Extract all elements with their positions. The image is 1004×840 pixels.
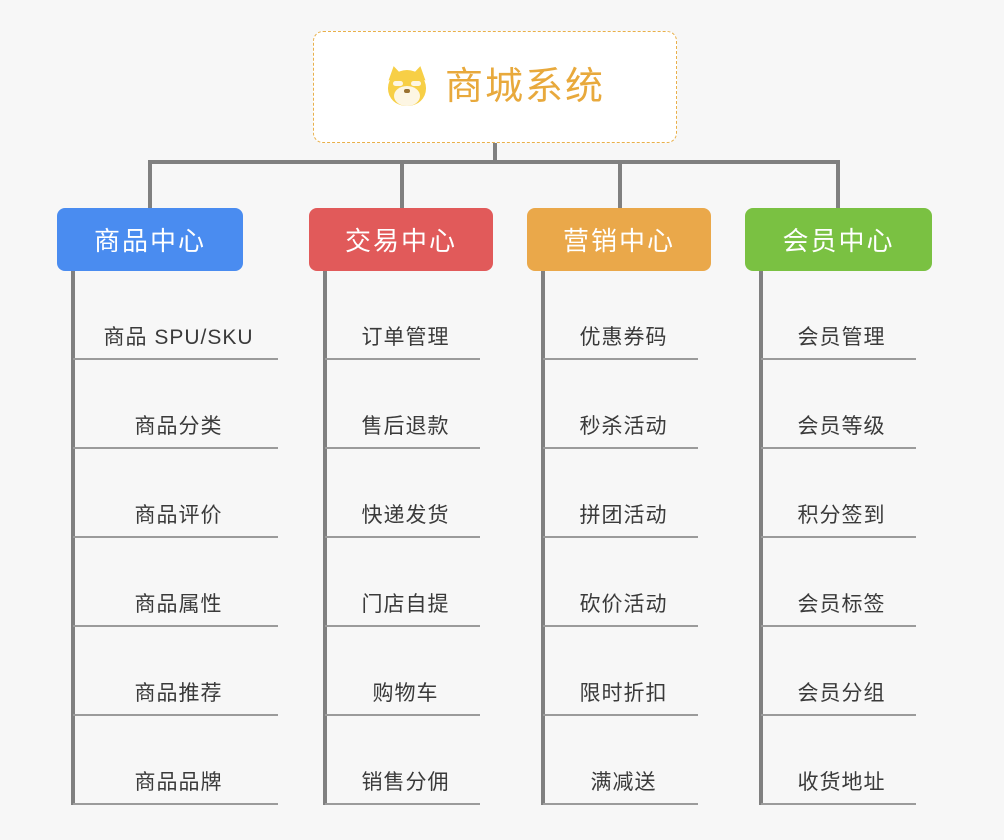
category-header-member-center[interactable]: 会员中心 — [745, 208, 932, 271]
leaf-item[interactable]: 会员管理 — [759, 271, 924, 360]
leaf-item[interactable]: 收货地址 — [759, 716, 924, 805]
leaf-item[interactable]: 满减送 — [541, 716, 706, 805]
leaf-item-label: 满减送 — [590, 771, 657, 794]
leaf-item-label: 秒杀活动 — [579, 415, 668, 438]
leaf-item-underline — [543, 803, 698, 805]
leaf-item-underline — [543, 714, 698, 716]
leaf-item-label: 门店自提 — [361, 593, 450, 616]
leaf-item[interactable]: 商品分类 — [71, 360, 286, 449]
connector-root-stub — [493, 143, 497, 164]
leaf-item-underline — [325, 447, 480, 449]
leaf-spine — [759, 271, 763, 805]
leaf-item-underline — [325, 714, 480, 716]
leaf-item[interactable]: 砍价活动 — [541, 538, 706, 627]
category-header-label: 会员中心 — [782, 226, 895, 256]
leaf-item-label: 商品分类 — [134, 415, 223, 438]
leaf-item-underline — [73, 447, 278, 449]
leaf-item-underline — [761, 358, 916, 360]
leaf-item-underline — [761, 803, 916, 805]
leaf-spine — [541, 271, 545, 805]
leaf-item-label: 商品推荐 — [134, 682, 223, 705]
leaf-item[interactable]: 商品品牌 — [71, 716, 286, 805]
leaf-item[interactable]: 快递发货 — [323, 449, 488, 538]
leaf-item[interactable]: 销售分佣 — [323, 716, 488, 805]
leaf-item[interactable]: 门店自提 — [323, 538, 488, 627]
leaf-item-underline — [73, 625, 278, 627]
leaf-item-label: 会员分组 — [797, 682, 886, 705]
leaf-item[interactable]: 购物车 — [323, 627, 488, 716]
leaf-item[interactable]: 优惠券码 — [541, 271, 706, 360]
leaf-item-label: 砍价活动 — [579, 593, 668, 616]
leaf-item[interactable]: 订单管理 — [323, 271, 488, 360]
leaf-item-label: 会员管理 — [797, 326, 886, 349]
leaf-item-label: 购物车 — [372, 682, 439, 705]
leaf-item-underline — [325, 536, 480, 538]
leaf-item-underline — [761, 714, 916, 716]
leaf-item[interactable]: 会员标签 — [759, 538, 924, 627]
leaf-item-underline — [761, 447, 916, 449]
root-node[interactable]: 商城系统 — [313, 31, 677, 143]
leaf-item-underline — [325, 358, 480, 360]
leaf-item-underline — [761, 625, 916, 627]
category-header-marketing-center[interactable]: 营销中心 — [527, 208, 711, 271]
root-title: 商城系统 — [444, 66, 605, 108]
leaf-item-underline — [325, 803, 480, 805]
category-header-label: 交易中心 — [344, 226, 457, 256]
shiba-dog-icon — [385, 64, 431, 110]
connector-drop-2 — [400, 160, 404, 208]
connector-drop-3 — [618, 160, 622, 208]
leaf-item-label: 会员等级 — [797, 415, 886, 438]
leaf-item-underline — [543, 536, 698, 538]
leaf-item-underline — [73, 803, 278, 805]
leaf-item-label: 商品属性 — [134, 593, 223, 616]
leaf-spine — [71, 271, 75, 805]
connector-horizontal-bus — [148, 160, 840, 164]
leaf-item-underline — [543, 447, 698, 449]
leaf-item-underline — [543, 625, 698, 627]
leaf-item[interactable]: 秒杀活动 — [541, 360, 706, 449]
category-header-label: 营销中心 — [562, 226, 675, 256]
leaf-item-underline — [325, 625, 480, 627]
leaf-item-underline — [73, 536, 278, 538]
connector-drop-1 — [148, 160, 152, 208]
leaf-item-label: 售后退款 — [361, 415, 450, 438]
leaf-item-label: 优惠券码 — [579, 326, 668, 349]
leaf-item-underline — [73, 714, 278, 716]
leaf-item-label: 订单管理 — [361, 326, 450, 349]
leaf-item-underline — [761, 536, 916, 538]
leaf-item[interactable]: 商品 SPU/SKU — [71, 271, 286, 360]
leaf-item[interactable]: 商品评价 — [71, 449, 286, 538]
leaf-item-underline — [543, 358, 698, 360]
leaf-item-label: 会员标签 — [797, 593, 886, 616]
leaf-spine — [323, 271, 327, 805]
category-header-product-center[interactable]: 商品中心 — [57, 208, 243, 271]
leaf-item-underline — [73, 358, 278, 360]
leaf-item[interactable]: 会员分组 — [759, 627, 924, 716]
leaf-item[interactable]: 积分签到 — [759, 449, 924, 538]
leaf-item-label: 销售分佣 — [361, 771, 450, 794]
leaf-item-label: 积分签到 — [797, 504, 886, 527]
leaf-item-label: 收货地址 — [797, 771, 886, 794]
leaf-item-label: 快递发货 — [361, 504, 450, 527]
category-header-trade-center[interactable]: 交易中心 — [309, 208, 493, 271]
leaf-item[interactable]: 售后退款 — [323, 360, 488, 449]
leaf-item-label: 商品 SPU/SKU — [103, 326, 254, 349]
leaf-item[interactable]: 会员等级 — [759, 360, 924, 449]
leaf-item[interactable]: 拼团活动 — [541, 449, 706, 538]
leaf-item-label: 拼团活动 — [579, 504, 668, 527]
category-header-label: 商品中心 — [93, 226, 206, 256]
leaf-item[interactable]: 限时折扣 — [541, 627, 706, 716]
leaf-item[interactable]: 商品推荐 — [71, 627, 286, 716]
connector-drop-4 — [836, 160, 840, 208]
leaf-item-label: 商品评价 — [134, 504, 223, 527]
leaf-item-label: 限时折扣 — [579, 682, 668, 705]
leaf-item-label: 商品品牌 — [134, 771, 223, 794]
leaf-item[interactable]: 商品属性 — [71, 538, 286, 627]
